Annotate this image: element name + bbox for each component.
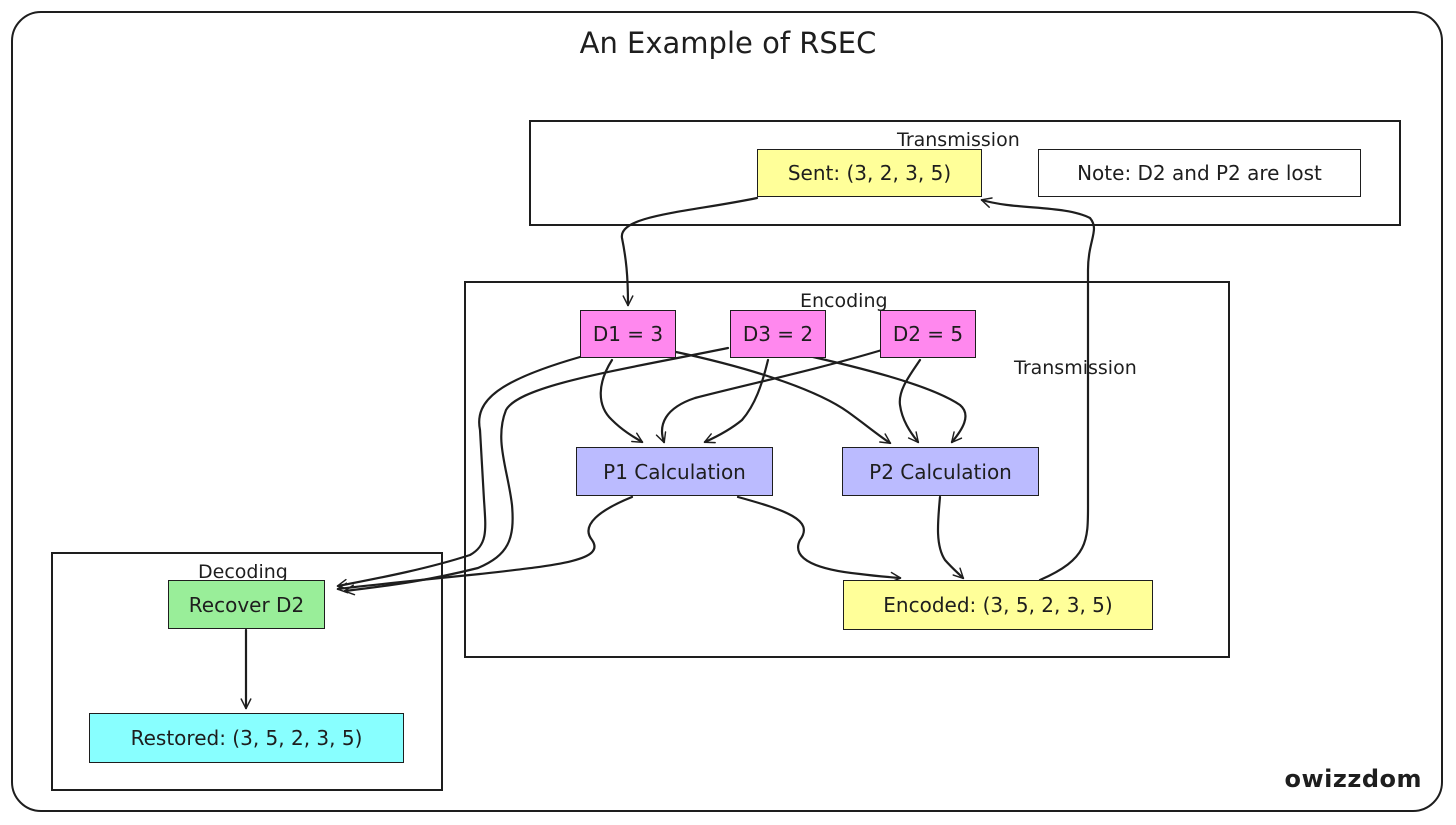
d1-node: D1 = 3 <box>580 310 676 358</box>
edge-d3-to-p2 <box>798 352 967 444</box>
p2-calculation-node: P2 Calculation <box>842 447 1039 496</box>
restored-node: Restored: (3, 5, 2, 3, 5) <box>89 713 404 763</box>
edge-d2-to-p2 <box>898 358 922 444</box>
note-node: Note: D2 and P2 are lost <box>1038 149 1361 197</box>
encoded-node: Encoded: (3, 5, 2, 3, 5) <box>843 580 1153 630</box>
recover-d2-node: Recover D2 <box>168 580 325 629</box>
d3-node: D3 = 2 <box>730 310 826 358</box>
edge-encoded-to-sent <box>980 197 1096 582</box>
transmission-group-label: Transmission <box>897 129 1020 151</box>
edge-d1-to-p2 <box>674 350 892 445</box>
transmission-group <box>529 120 1401 226</box>
decoding-group-label: Decoding <box>198 561 288 583</box>
encoding-group-label: Encoding <box>800 290 888 312</box>
diagram-title: An Example of RSEC <box>579 26 877 60</box>
edge-sent-to-d1 <box>620 196 759 307</box>
edge-p2-to-encoded <box>936 495 965 580</box>
edge-p1-to-encoded <box>736 495 902 583</box>
brand-wordmark: owizzdom <box>1284 765 1422 793</box>
encoding-group <box>464 281 1230 658</box>
d2-node: D2 = 5 <box>880 310 976 358</box>
p1-calculation-node: P1 Calculation <box>576 447 773 496</box>
sent-node: Sent: (3, 2, 3, 5) <box>757 149 982 197</box>
edge-label-transmission: Transmission <box>1014 357 1137 379</box>
edge-d1-to-recover <box>336 355 582 590</box>
decoding-group <box>51 552 443 791</box>
edge-d2-to-p1 <box>655 348 884 444</box>
edge-d3-to-p1 <box>703 358 770 444</box>
edge-d3-to-recover <box>343 346 730 596</box>
edge-p1-to-recover <box>336 495 634 594</box>
canvas-frame <box>11 11 1443 812</box>
edge-d1-to-p1 <box>599 358 644 444</box>
